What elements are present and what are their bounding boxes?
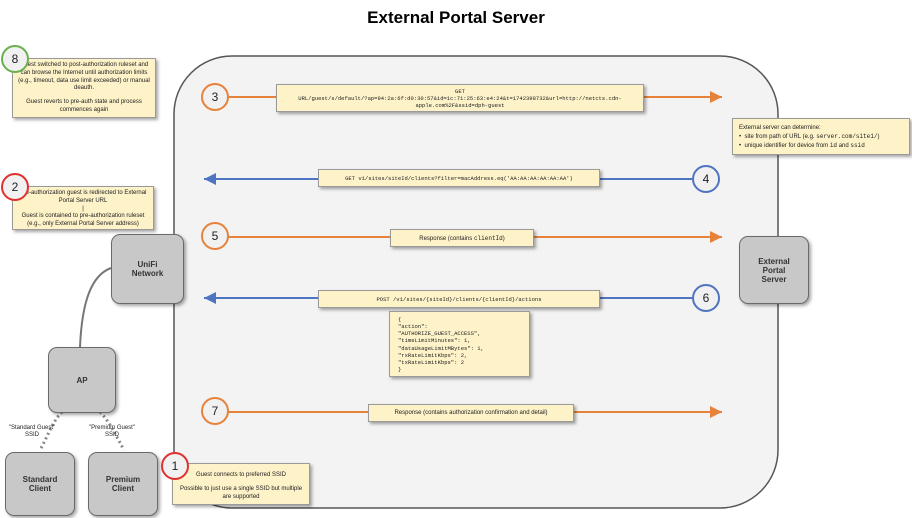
standard-client-node[interactable]: Standard Client (5, 452, 75, 516)
step-3-number: 3 (211, 90, 219, 104)
message-6-body: {"action":"AUTHORIZE_GUEST_ACCESS","time… (389, 311, 530, 377)
standard-client-label: Standard Client (22, 475, 58, 493)
note-2-divider: | (82, 205, 84, 212)
note-step-2: Pre-authorization guest is redirected to… (12, 186, 154, 230)
note-8-text: Guest switched to post-authorization rul… (18, 62, 150, 92)
server-note-b1-code: server.com/site1/ (816, 132, 878, 140)
message-5-suffix: ) (502, 236, 505, 242)
note-step-1: Guest connects to preferred SSID Possibl… (172, 463, 310, 505)
step-7-marker: 7 (201, 397, 229, 425)
message-6-body-line: "timeLimitMinutes": 1, (398, 337, 471, 345)
external-portal-server-label: External Portal Server (758, 256, 790, 284)
message-6-body-line: } (398, 365, 402, 373)
server-note-b2-code2: ssid (850, 141, 865, 149)
premium-guest-ssid-label: "Premium Guest" SSID (89, 425, 135, 439)
message-4-label: GET v1/sites/siteId/clients?filter=macAd… (318, 169, 600, 187)
note-2-text-2: Guest is contained to pre-authorization … (21, 213, 145, 228)
ap-standard-ssid-link (38, 410, 64, 451)
message-7-label: Response (contains authorization confirm… (368, 404, 574, 422)
note-2-text: Pre-authorization guest is redirected to… (19, 190, 147, 204)
step-1-number: 1 (171, 459, 179, 473)
step-4-marker: 4 (692, 165, 720, 193)
step-5-marker: 5 (201, 222, 229, 250)
message-5-label: Response (contains clientId) (390, 229, 534, 247)
note-1-text: Guest connects to preferred SSID (195, 472, 287, 478)
access-point-label: AP (76, 375, 88, 385)
server-note-b2-text: unique identifier for device from (744, 142, 829, 149)
step-4-number: 4 (702, 172, 710, 186)
message-6-body-line: "dataUsageLimitMBytes": 1, (398, 344, 484, 352)
message-4-text: GET v1/sites/siteId/clients?filter=macAd… (345, 175, 573, 182)
note-1-text-2: Possible to just use a single SSID but m… (179, 485, 303, 500)
step-2-number: 2 (11, 180, 19, 194)
step-6-number: 6 (702, 291, 710, 305)
step-1-marker: 1 (161, 452, 189, 480)
step-8-number: 8 (11, 52, 19, 66)
ap-premium-ssid-link (98, 410, 126, 451)
external-portal-server-node[interactable]: External Portal Server (739, 236, 809, 304)
step-2-marker: 2 (1, 173, 29, 201)
step-7-number: 7 (211, 404, 219, 418)
message-3-url: URL/guest/s/default/?ap=94:2a:6f:d0:30:5… (298, 95, 622, 110)
step-5-number: 5 (211, 229, 219, 243)
network-flow-container (173, 55, 779, 509)
message-6-body-line: "rxRateLimitKbps": 2, (398, 351, 468, 359)
server-note-b1-end: ) (877, 133, 880, 140)
access-point-node[interactable]: AP (48, 347, 116, 413)
message-3-label: GET URL/guest/s/default/?ap=94:2a:6f:d0:… (276, 84, 644, 112)
diagram-title: External Portal Server (367, 8, 545, 27)
unifi-network-node[interactable]: UniFi Network (111, 234, 184, 304)
message-6-body-lines: {"action":"AUTHORIZE_GUEST_ACCESS","time… (398, 316, 521, 373)
server-note-b2-code1: id (829, 141, 838, 149)
step-8-marker: 8 (1, 45, 29, 73)
server-note-bullet-1: • site from path of URL (e.g. server.com… (739, 132, 880, 140)
premium-client-node[interactable]: Premium Client (88, 452, 158, 516)
step-3-marker: 3 (201, 83, 229, 111)
standard-guest-ssid-label: "Standard Guest" SSID (8, 425, 56, 439)
message-6-body-line: "action": (398, 323, 428, 331)
message-6-body-line: "AUTHORIZE_GUEST_ACCESS", (398, 330, 481, 338)
unifi-network-label: UniFi Network (131, 260, 164, 278)
message-3-method: GET (455, 88, 465, 95)
message-6-body-line: "txRateLimitKbps": 2 (398, 358, 465, 366)
server-note-bullet-2: • unique identifier for device from id a… (739, 141, 865, 149)
message-6-body-line: { (398, 316, 402, 323)
message-7-text: Response (contains authorization confirm… (394, 410, 548, 416)
note-8-text-2: Guest reverts to pre-auth state and proc… (26, 99, 142, 113)
server-note-b1-text: site from path of URL (e.g. (744, 133, 815, 140)
step-6-marker: 6 (692, 284, 720, 312)
server-note-intro: External server can determine: (739, 125, 821, 131)
note-step-8: Guest switched to post-authorization rul… (12, 58, 156, 118)
message-5-text: Response (contains clientId) (395, 235, 529, 244)
message-6-label: POST /v1/sites/{siteId}/clients/{clientI… (318, 290, 600, 308)
message-5-code: clientId (473, 235, 503, 242)
message-6-text: POST /v1/sites/{siteId}/clients/{clientI… (376, 296, 542, 303)
note-server-determine: External server can determine: • site fr… (732, 118, 910, 155)
unifi-ap-link (79, 267, 112, 348)
premium-client-label: Premium Client (105, 475, 141, 493)
message-5-prefix: Response (contains (419, 236, 473, 242)
server-note-b2-and: and (838, 142, 849, 149)
